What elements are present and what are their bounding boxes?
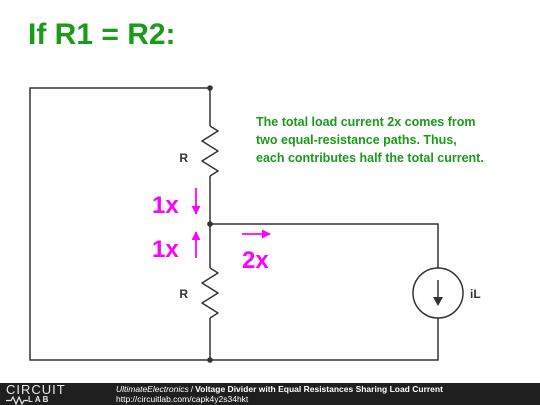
junction-dot-mid: [207, 221, 213, 227]
logo-wordmark: CIRCUIT: [6, 383, 66, 397]
circuit-title: Voltage Divider with Equal Resistances S…: [195, 384, 443, 394]
load-current-label: 2x: [242, 247, 269, 274]
current-source-arrowhead-icon: [433, 297, 443, 306]
junction-dot-bottom: [207, 357, 213, 363]
note-line: The total load current 2x comes from: [256, 115, 476, 129]
top-branch-current-label: 1x: [152, 192, 179, 219]
footer-bar: CIRCUIT LAB UltimateElectronics/Voltage …: [0, 383, 540, 405]
circuit-schematic: R R iL 1x 1x 2x: [29, 85, 481, 363]
bottom-resistor-label: R: [179, 287, 188, 301]
logo-sub-wordmark: LAB: [28, 395, 51, 404]
wire-load-return: [210, 318, 439, 361]
resistor-zigzag-icon: [6, 396, 28, 405]
note-line: two equal-resistance paths. Thus,: [256, 133, 457, 147]
page-title: If R1 = R2:: [28, 18, 176, 51]
circuit-url-link[interactable]: http://circuitlab.com/capk4y2s34hkt: [116, 394, 249, 404]
byline-separator: /: [190, 384, 194, 394]
author-name: UltimateElectronics: [116, 384, 189, 394]
junction-dot-top: [207, 85, 213, 91]
circuitlab-logo: CIRCUIT LAB: [6, 383, 98, 405]
source-label: iL: [470, 287, 481, 301]
wire-outer-loop: [29, 87, 210, 361]
bottom-resistor: [201, 267, 219, 319]
top-resistor: [201, 125, 219, 177]
circuit-info: UltimateElectronics/Voltage Divider with…: [116, 384, 443, 404]
top-resistor-label: R: [179, 151, 188, 165]
bottom-branch-current-label: 1x: [152, 236, 179, 263]
circuit-byline: UltimateElectronics/Voltage Divider with…: [116, 384, 443, 394]
wire-load: [210, 223, 439, 268]
explanation-note: The total load current 2x comes from two…: [256, 113, 526, 167]
note-line: each contributes half the total current.: [256, 151, 484, 165]
